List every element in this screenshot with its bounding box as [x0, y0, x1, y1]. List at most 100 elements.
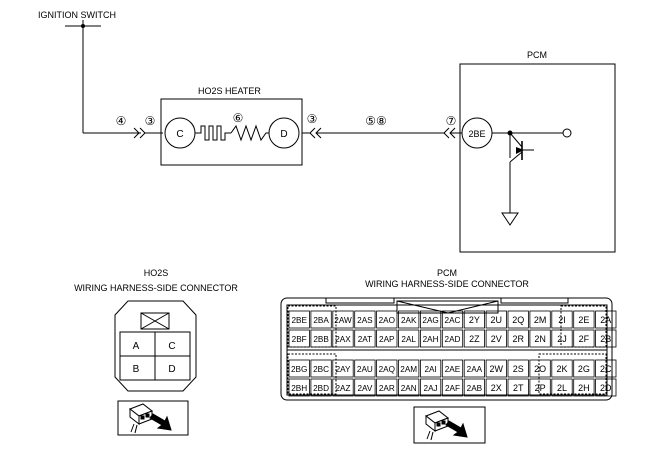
pcm-pin-cell — [376, 329, 398, 348]
pcm-pin-label: 2AT — [358, 335, 372, 344]
pcm-pin-label: 2AA — [467, 365, 483, 374]
pcm-pin-cell — [288, 378, 310, 397]
ho2s-pin: B — [133, 364, 140, 375]
pcm-pin-label: 2A — [600, 315, 611, 325]
pcm-pin-cell — [441, 329, 464, 348]
pcm-pin-label: 2U — [491, 315, 503, 325]
pcm-pin-label: 2AV — [357, 384, 372, 393]
pcm-pin-label: 2Z — [469, 334, 480, 344]
marker-5-8: ⑤⑧ — [365, 114, 387, 128]
pcm-pin-cell — [485, 310, 507, 329]
ho2s-heater-title: HO2S HEATER — [198, 86, 261, 96]
pcm-pin-label: 2AO — [379, 316, 395, 325]
pcm-pin-label: 2X — [491, 383, 502, 393]
marker-7: ⑦ — [446, 114, 457, 128]
pcm-pin-cell — [288, 329, 310, 348]
terminal-2be-label: 2BE — [468, 129, 485, 139]
connector-view-icon — [424, 410, 468, 441]
pcm-pin-label: 2BA — [313, 316, 329, 325]
pcm-pin-label: 2Q — [512, 315, 524, 325]
pcm-pin-label: 2Y — [469, 315, 480, 325]
terminal-c-label: C — [176, 129, 183, 140]
ho2s-connector-subtitle: WIRING HARNESS-SIDE CONNECTOR — [74, 283, 238, 293]
pcm-pin-cell — [288, 359, 310, 378]
pcm-pin-cell — [398, 310, 420, 329]
pcm-pin-label: 2AZ — [335, 384, 350, 393]
pcm-pin-cell — [354, 329, 376, 348]
pcm-pin-label: 2AH — [423, 335, 439, 344]
connector-chevron — [443, 127, 450, 139]
ho2s-pin: A — [133, 341, 140, 352]
pcm-pin-label: 2M — [534, 315, 547, 325]
pcm-pin-cell — [595, 378, 617, 397]
pcm-pin-label: 2W — [490, 364, 504, 374]
pcm-pin-cell — [573, 359, 595, 378]
pcm-pin-cell — [551, 310, 573, 329]
pcm-pin-label: 2T — [513, 383, 524, 393]
pcm-pin-cell — [376, 359, 398, 378]
pcm-pin-label: 2AY — [336, 365, 351, 374]
pcm-pin-cell — [573, 329, 595, 348]
pcm-pin-cell — [332, 378, 354, 397]
pcm-pin-cell — [332, 359, 354, 378]
pcm-pin-label: 2AI — [424, 365, 436, 374]
pcm-pin-label: 2AG — [422, 316, 438, 325]
pcm-pin-cell — [529, 310, 551, 329]
pcm-pin-label: 2N — [534, 334, 546, 344]
pcm-pin-label: 2BG — [291, 365, 307, 374]
pcm-pin-label: 2AM — [400, 365, 417, 374]
pcm-box — [459, 63, 616, 253]
marker-3-left: ③ — [145, 114, 156, 128]
pcm-pin-cell — [485, 359, 507, 378]
pcm-pin-cell — [507, 310, 529, 329]
pcm-pin-cell — [507, 359, 529, 378]
pcm-pin-label: 2BC — [313, 365, 329, 374]
pcm-pin-cell — [507, 378, 529, 397]
pcm-pin-cell — [310, 310, 332, 329]
view-direction-box — [117, 400, 189, 436]
pcm-pin-cell — [419, 329, 442, 348]
pcm-pin-label: 2B — [600, 334, 611, 344]
pcm-pin-cell — [595, 310, 617, 329]
pcm-pin-cell — [398, 359, 420, 378]
pcm-pin-cell — [332, 329, 354, 348]
pcm-pin-cell — [310, 329, 332, 348]
pcm-pin-cell — [288, 310, 310, 329]
pcm-pin-label: 2R — [512, 334, 524, 344]
pcm-pin-label: 2BH — [291, 384, 307, 393]
ho2s-pin: C — [168, 341, 175, 352]
pcm-pin-cell — [354, 310, 376, 329]
connector-view-icon — [128, 403, 172, 434]
connector-chevron — [133, 127, 140, 139]
pcm-pin-label: 2AP — [379, 335, 395, 344]
ho2s-pin: D — [168, 364, 175, 375]
pcm-pin-cell — [419, 359, 442, 378]
pcm-pin-cell — [310, 359, 332, 378]
pcm-pin-cell — [376, 310, 398, 329]
pcm-pin-cell — [441, 310, 464, 329]
pcm-pin-label: 2C — [600, 364, 612, 374]
pcm-pin-cell — [551, 329, 573, 348]
pcm-pin-cell — [573, 310, 595, 329]
ho2s-connector-title: HO2S — [144, 268, 169, 278]
pcm-pin-label: 2AE — [445, 365, 461, 374]
pcm-pin-label: 2AR — [379, 384, 395, 393]
pcm-pin-label: 2I — [558, 315, 566, 325]
marker-4: ④ — [116, 114, 127, 128]
connector-chevron — [309, 127, 316, 139]
pcm-pin-label: 2AF — [445, 384, 460, 393]
pcm-pin-label: 2AX — [335, 335, 351, 344]
pcm-pin-cell — [551, 359, 573, 378]
pcm-pin-label: 2E — [578, 315, 589, 325]
pcm-pin-label: 2AW — [334, 316, 352, 325]
pcm-pin-cell — [485, 378, 507, 397]
pcm-pin-cell — [463, 378, 486, 397]
pcm-pin-cell — [529, 359, 551, 378]
pcm-pin-label: 2BD — [313, 384, 329, 393]
pcm-pin-cell — [376, 378, 398, 397]
pcm-pin-label: 2AK — [401, 316, 417, 325]
pcm-pin-label: 2AJ — [424, 384, 438, 393]
pcm-pin-cell — [485, 329, 507, 348]
pcm-pin-cell — [398, 378, 420, 397]
